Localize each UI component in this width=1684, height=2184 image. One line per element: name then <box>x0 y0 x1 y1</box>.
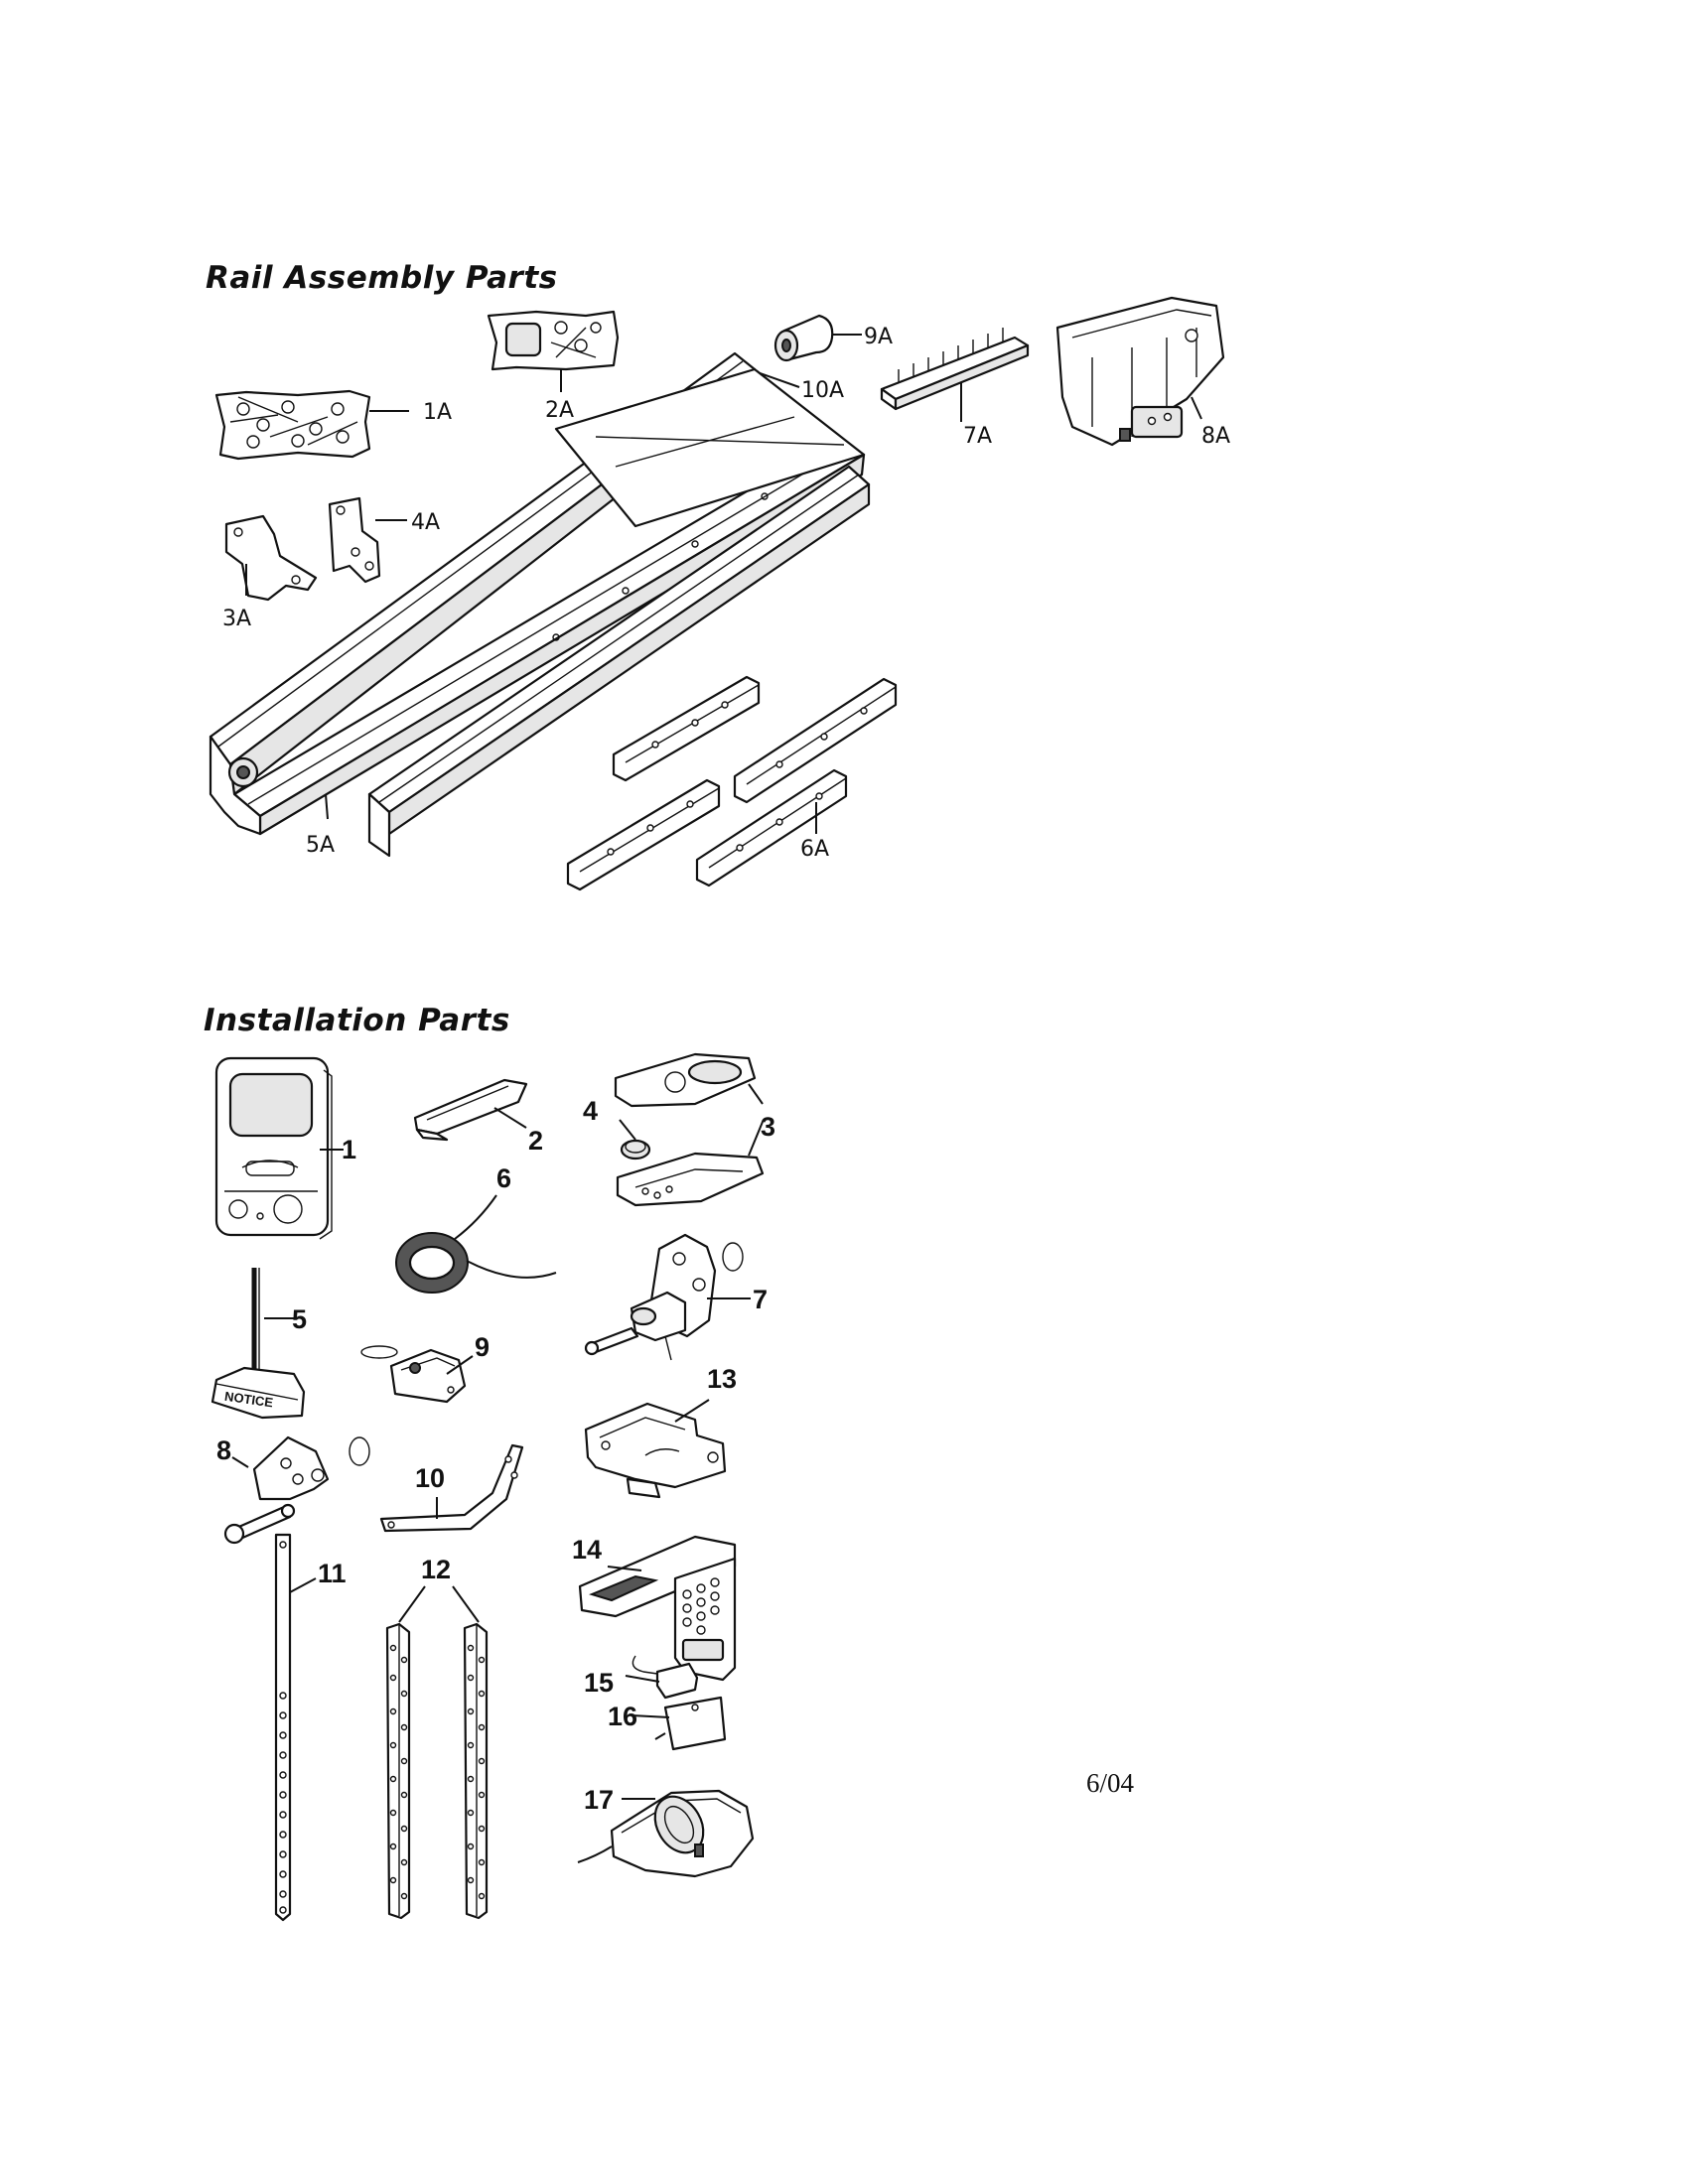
part-6-bell-wire-coil <box>395 1194 557 1294</box>
part-14-wireless-keypad <box>578 1535 737 1682</box>
label-10: 10 <box>415 1463 445 1493</box>
label-2: 2 <box>528 1126 543 1156</box>
label-1: 1 <box>342 1135 356 1164</box>
part-3-remote-housing <box>614 1052 765 1207</box>
part-6A-rail-brackets <box>566 675 898 891</box>
part-10-curved-door-arm <box>379 1443 524 1533</box>
part-8A-trolley <box>1055 296 1225 447</box>
label-8: 8 <box>216 1435 231 1465</box>
label-13: 13 <box>707 1364 737 1394</box>
part-5-warning-sign: NOTICE <box>210 1268 306 1420</box>
part-9-keychain-remote <box>360 1345 467 1404</box>
part-5A-rail-sections <box>209 351 871 858</box>
part-15-keypad-battery <box>632 1655 699 1700</box>
part-13-header-bracket <box>584 1402 727 1499</box>
label-5A: 5A <box>306 833 335 858</box>
part-12-angle-brackets <box>385 1622 489 1920</box>
label-9A: 9A <box>864 325 893 349</box>
label-2A: 2A <box>545 398 574 423</box>
part-4-battery <box>620 1139 651 1160</box>
label-5: 5 <box>292 1304 307 1334</box>
label-1A: 1A <box>423 400 452 425</box>
label-14: 14 <box>572 1535 602 1565</box>
part-2A-hardware-bag <box>487 310 620 371</box>
label-15: 15 <box>584 1668 614 1698</box>
label-3: 3 <box>761 1112 775 1142</box>
part-7-door-bracket <box>584 1233 744 1361</box>
label-4A: 4A <box>411 510 440 535</box>
label-7A: 7A <box>963 424 992 449</box>
label-12: 12 <box>421 1555 451 1584</box>
label-3A: 3A <box>222 607 251 631</box>
label-4: 4 <box>583 1096 598 1126</box>
rail-assembly-title: Rail Assembly Parts <box>206 260 558 296</box>
part-7A-cable-pulley-block <box>880 328 1030 411</box>
part-17-visor-remote <box>577 1789 755 1878</box>
part-9A-cylinder <box>773 314 834 362</box>
label-6: 6 <box>496 1163 511 1193</box>
part-8-door-arm-bracket <box>223 1435 370 1545</box>
label-6A: 6A <box>800 837 829 862</box>
part-11-straight-door-arm <box>274 1533 292 1922</box>
label-9: 9 <box>475 1332 490 1362</box>
label-8A: 8A <box>1201 424 1230 449</box>
part-4A-bracket <box>328 496 381 584</box>
part-3A-bracket <box>224 514 318 602</box>
part-1A-hardware-bag <box>214 389 371 461</box>
label-17: 17 <box>584 1785 614 1815</box>
part-2-wedge-clip <box>413 1078 528 1142</box>
label-16: 16 <box>608 1702 637 1731</box>
label-7: 7 <box>753 1285 768 1314</box>
revision-date: 6/04 <box>1086 1768 1135 1798</box>
label-10A: 10A <box>801 378 844 403</box>
sign-notice-text: NOTICE <box>223 1389 274 1411</box>
label-11: 11 <box>318 1559 347 1588</box>
part-16-keypad-cover <box>654 1696 727 1751</box>
installation-parts-title: Installation Parts <box>204 1003 510 1038</box>
part-1-door-control <box>214 1056 333 1240</box>
